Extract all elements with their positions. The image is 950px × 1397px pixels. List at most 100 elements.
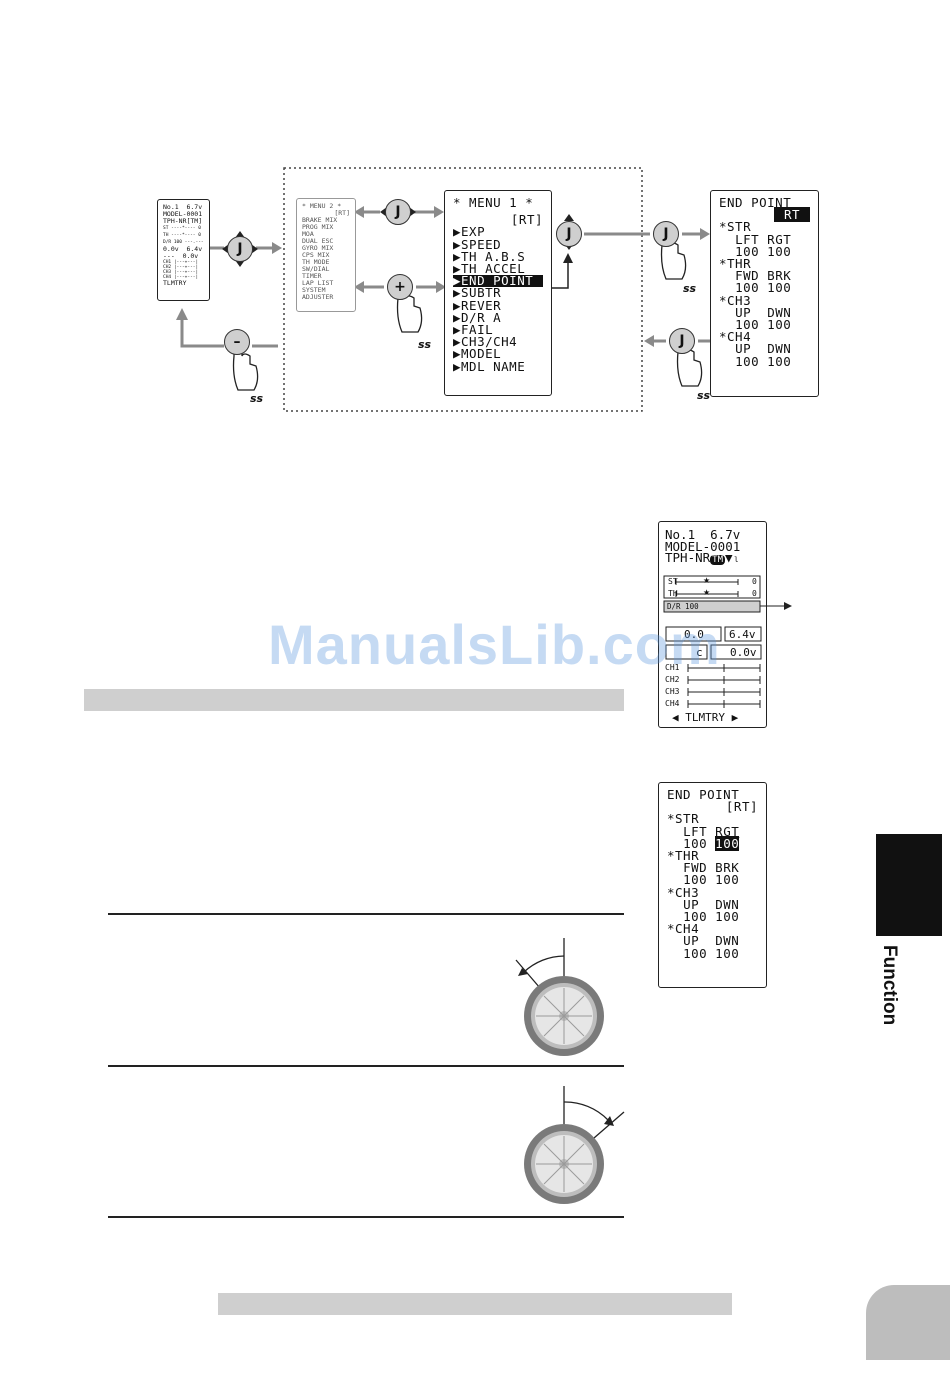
menu-item[interactable]: ▶CH3/CH4 <box>453 334 518 350</box>
th-value: 0 <box>752 589 757 598</box>
home-screen-graphics <box>663 575 792 708</box>
endpoint-mode: [RT] <box>725 799 758 815</box>
menu-item[interactable]: ▶EXP <box>453 224 486 240</box>
endpoint-labels: LFT RGT <box>719 231 810 247</box>
menu2-screen-small: * MENU 2 * [RT] BRAKE MIX PROG MIX MOA D… <box>296 198 356 312</box>
jog-button-icon: J <box>653 221 679 247</box>
lcd-line: CH3 |---+---| <box>163 270 199 275</box>
lcd-line: TPH-NR[TM] <box>163 217 203 225</box>
channel-label: CH4 <box>665 699 680 708</box>
endpoint-label-b: DWN <box>767 341 792 357</box>
divider <box>108 913 624 915</box>
jog-button-icon: J <box>556 221 582 247</box>
minus-button-icon: – <box>224 329 250 355</box>
menu-item[interactable]: ▶TH A.B.S <box>453 248 526 264</box>
endpoint-label-a: LFT <box>735 231 760 247</box>
lcd-line: No.1 6.7v <box>665 527 741 542</box>
page-number-tab <box>866 1285 950 1360</box>
endpoint-channel: *CH3 <box>667 884 700 900</box>
menu-item[interactable]: ▶TH ACCEL <box>453 261 526 277</box>
channel-label: CH3 <box>665 687 680 696</box>
menu1-screen: * MENU 1 * [RT] ▶EXP ▶SPEED ▶TH A.B.S ▶T… <box>444 190 552 396</box>
lcd-line: --- 0.0v <box>163 252 199 260</box>
lcd-line: CPS MIX <box>302 251 330 259</box>
menu-mode: [RT] <box>510 212 543 228</box>
endpoint-labels: FWD BRK <box>719 269 810 282</box>
lcd-line: CH4 |---+---| <box>163 275 199 280</box>
endpoint-labels: UP DWN <box>719 304 810 320</box>
endpoint-value-b: 100 <box>767 317 792 333</box>
ss-label: ss <box>697 389 711 402</box>
voltage2-right: 0.0v <box>730 646 757 659</box>
menu-item[interactable]: ▶MODEL <box>453 346 502 362</box>
footer-bar <box>218 1293 732 1315</box>
endpoint-label-a: UP <box>683 933 700 949</box>
st-trim-marker-icon: ★ <box>703 576 711 585</box>
endpoint-values: 100 100 <box>719 317 810 333</box>
tlmtry-label: TLMTRY <box>685 711 725 724</box>
endpoint-title: END POINT <box>667 787 740 802</box>
endpoint-screen-bottom: END POINT [RT] *STR LFT RGT 100 100 *THR… <box>658 782 767 988</box>
menu-item-selected[interactable]: ▶END POINT <box>453 274 543 288</box>
th-trim-marker-icon: ★ <box>703 588 711 597</box>
endpoint-value-selected[interactable]: 100 <box>715 835 740 851</box>
menu-item[interactable]: ▶D/R A <box>453 309 502 325</box>
lcd-line: DUAL ESC <box>302 237 334 245</box>
endpoint-values: 100 100 <box>667 874 758 887</box>
channel-label: CH2 <box>665 675 680 684</box>
menu-item[interactable]: ▶FAIL <box>453 322 494 338</box>
endpoint-label-b: RGT <box>767 231 792 247</box>
voltage2-left: c <box>696 646 703 659</box>
ss-label: ss <box>683 282 697 295</box>
lcd-line: LAP LIST <box>302 279 334 287</box>
endpoint-values: 100 100 <box>667 835 758 851</box>
watermark: ManualsLib.com <box>268 613 721 676</box>
st-value: 0 <box>752 577 757 586</box>
st-label: ST <box>668 577 678 586</box>
dr-label: D/R 100 <box>667 602 699 611</box>
channel-label: CH1 <box>665 663 680 672</box>
endpoint-values: 100 100 <box>719 245 810 258</box>
endpoint-channel: *STR <box>719 219 752 235</box>
lcd-line: ST ----*---- 0 <box>163 226 201 231</box>
receiver-label: TPH-NR <box>665 550 711 565</box>
menu-item[interactable]: ▶MDL NAME <box>453 358 526 374</box>
tlmtry-footer: ◀ TLMTRY ▶ <box>672 711 739 724</box>
endpoint-value-b: 100 <box>715 909 740 925</box>
lcd-line: MODEL-0001 <box>665 538 741 554</box>
lcd-line: GYRO MIX <box>302 244 334 252</box>
endpoint-screen-top: END POINT RT *STR LFT RGT 100 100 *THR F… <box>710 190 819 397</box>
lcd-line: CH1 |---+---| <box>163 260 199 265</box>
endpoint-channel: *CH4 <box>667 921 700 937</box>
lcd-line: TLMTRY <box>163 279 187 287</box>
plus-button-icon: + <box>387 274 413 300</box>
endpoint-channel: *CH4 <box>719 329 752 345</box>
endpoint-value-b: 100 <box>767 353 792 369</box>
endpoint-value-a: 100 <box>683 945 708 961</box>
lcd-line: SYSTEM <box>302 286 326 294</box>
endpoint-value-a: 100 <box>683 835 708 851</box>
endpoint-labels: UP DWN <box>667 896 758 912</box>
endpoint-label-b: DWN <box>715 933 740 949</box>
lcd-line: BRAKE MIX <box>302 216 338 224</box>
endpoint-label-b: RGT <box>715 823 740 839</box>
menu-flow-diagram <box>176 167 710 412</box>
endpoint-values: 100 100 <box>719 280 810 296</box>
lcd-line: TIMER <box>302 272 322 280</box>
divider <box>108 1065 624 1067</box>
endpoint-value-a: 100 <box>735 353 760 369</box>
menu-item[interactable]: ▶SPEED <box>453 236 502 252</box>
endpoint-label-b: DWN <box>767 304 792 320</box>
endpoint-channel: *STR <box>667 811 700 827</box>
section-header-bar <box>84 689 624 711</box>
endpoint-value-a: 100 <box>683 909 708 925</box>
menu-item[interactable]: ▶SUBTR <box>453 285 502 301</box>
endpoint-value-a: 100 <box>735 280 760 296</box>
wheel-left-turn-illustration <box>515 938 604 1056</box>
lcd-line: ADJUSTER <box>302 293 334 301</box>
menu-item[interactable]: ▶REVER <box>453 297 502 313</box>
endpoint-label-a: UP <box>683 896 700 912</box>
endpoint-label-a: UP <box>735 304 752 320</box>
